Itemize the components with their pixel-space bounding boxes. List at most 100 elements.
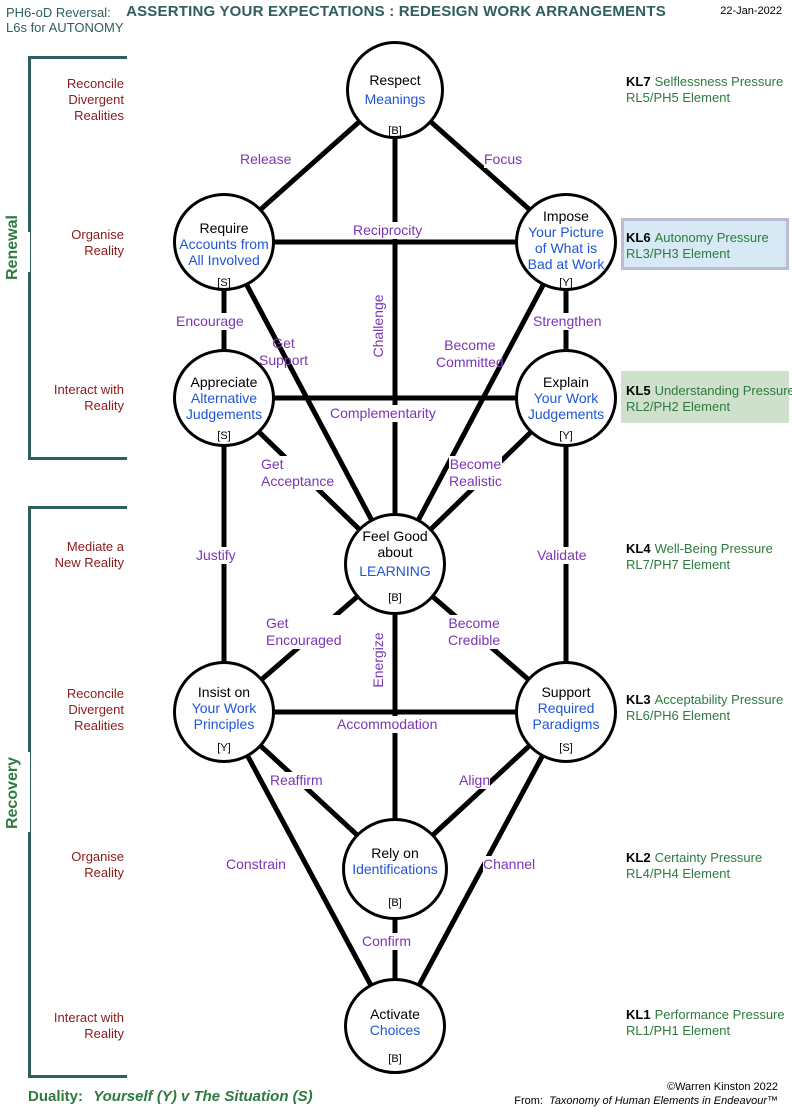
row-label-line: Reality	[84, 398, 124, 413]
edge-strengthen: Strengthen	[533, 313, 602, 330]
copyright-line: ©Warren Kinston 2022	[666, 1081, 778, 1093]
edge-energize: Energize	[370, 630, 390, 690]
edge-align: Align	[459, 772, 491, 789]
source-line: From: Taxonomy of Human Elements in Ende…	[514, 1095, 778, 1107]
row-label-line: Organise	[71, 849, 124, 864]
copyright: ©Warren Kinston 2022 From: Taxonomy of H…	[514, 1080, 778, 1108]
kl-code: KL1	[626, 1007, 651, 1022]
node-support: Support Required Paradigms [S]	[515, 661, 617, 763]
kl-element: RL3/PH3 Element	[626, 246, 731, 261]
kl-pressure: Well-Being Pressure	[654, 541, 773, 556]
kl-element: RL7/PH7 Element	[626, 557, 731, 572]
node-respect: Respect Meanings [B]	[346, 41, 444, 139]
date-label: 22-Jan-2022	[720, 5, 782, 17]
edge-focus: Focus	[484, 151, 523, 168]
row-label-line: Reality	[84, 865, 124, 880]
kl-element: RL5/PH5 Element	[626, 90, 731, 105]
node-explain: Explain Your Work Judgements [Y]	[515, 349, 617, 447]
line-impose-feelgood	[392, 239, 569, 567]
series-label-line1: PH6-oD Reversal:	[6, 5, 111, 20]
edge-justify: Justify	[196, 547, 236, 564]
duality-footer: Duality: Yourself (Y) v The Situation (S…	[28, 1088, 313, 1105]
row-label-line: Divergent	[68, 702, 124, 717]
edge-encourage: Encourage	[176, 313, 244, 330]
series-label-line2: L6s for AUTONOMY	[6, 20, 124, 35]
duality-text: Yourself (Y) v The Situation (S)	[93, 1088, 313, 1105]
node-rely: Rely on Identifications [B]	[342, 818, 448, 920]
edge-reciprocity: Reciprocity	[353, 222, 423, 239]
kl-highlight-box	[621, 371, 789, 423]
row-label-line: Reconcile	[66, 76, 124, 91]
kl-pressure: Autonomy Pressure	[654, 230, 769, 245]
recovery-label-box	[0, 752, 30, 832]
kl-pressure: Certainty Pressure	[654, 850, 763, 865]
row-label-line: Interact with	[53, 382, 124, 397]
series-label: PH6-oD Reversal: L6s for AUTONOMY	[6, 5, 124, 35]
edge-channel: Channel	[483, 856, 536, 873]
row-label-line: Reconcile	[66, 686, 124, 701]
line-support-activate	[392, 709, 569, 1033]
row-label-line: Reality	[84, 243, 124, 258]
kl-element: RL1/PH1 Element	[626, 1023, 731, 1038]
kl-element: RL4/PH4 Element	[626, 866, 731, 881]
node-impose: Impose Your Picture of What is Bad at Wo…	[515, 193, 617, 291]
kl-element: RL2/PH2 Element	[626, 399, 731, 414]
node-feel-good: Feel Good about LEARNING [B]	[344, 513, 446, 615]
page-title: ASSERTING YOUR EXPECTATIONS : REDESIGN W…	[126, 3, 666, 20]
renewal-label-box	[0, 232, 30, 272]
kl-pressure: Selflessness Pressure	[654, 74, 784, 89]
line-require-feelgood	[221, 239, 398, 567]
kl-code: KL2	[626, 850, 651, 865]
row-label-line: Realities	[74, 718, 124, 733]
row-label-line: Interact with	[53, 1010, 124, 1025]
kl-code: KL3	[626, 692, 651, 707]
row-label-line: Organise	[71, 227, 124, 242]
kl-code: KL5	[626, 383, 651, 398]
row-label-line: New Reality	[54, 555, 124, 570]
kl-code: KL4	[626, 541, 651, 556]
node-activate: Activate Choices [B]	[344, 978, 446, 1074]
row-label-line: Divergent	[68, 92, 124, 107]
node-insist: Insist on Your Work Principles [Y]	[173, 661, 275, 763]
kl-code: KL6	[626, 230, 651, 245]
row-label-line: Realities	[74, 108, 124, 123]
kl-pressure: Performance Pressure	[654, 1007, 785, 1022]
edge-reaffirm: Reaffirm	[270, 772, 323, 789]
edge-accommodation: Accommodation	[337, 716, 438, 733]
edge-validate: Validate	[537, 547, 587, 564]
edge-complementarity: Complementarity	[330, 405, 436, 422]
duality-label: Duality:	[28, 1088, 84, 1105]
edge-release: Release	[240, 151, 292, 168]
line-insist-activate	[221, 709, 398, 1033]
node-appreciate: Appreciate Alternative Judgements [S]	[173, 349, 275, 447]
row-label-line: Reality	[84, 1026, 124, 1041]
kl-code: KL7	[626, 74, 651, 89]
node-require: Require Accounts from All Involved [S]	[173, 193, 275, 291]
edge-confirm: Confirm	[362, 933, 412, 950]
row-label-line: Mediate a	[66, 539, 124, 554]
edge-challenge: Challenge	[370, 294, 390, 358]
kl-element: RL6/PH6 Element	[626, 708, 731, 723]
kl-pressure: Acceptability Pressure	[654, 692, 784, 707]
kl-pressure: Understanding Pressure	[654, 383, 792, 398]
